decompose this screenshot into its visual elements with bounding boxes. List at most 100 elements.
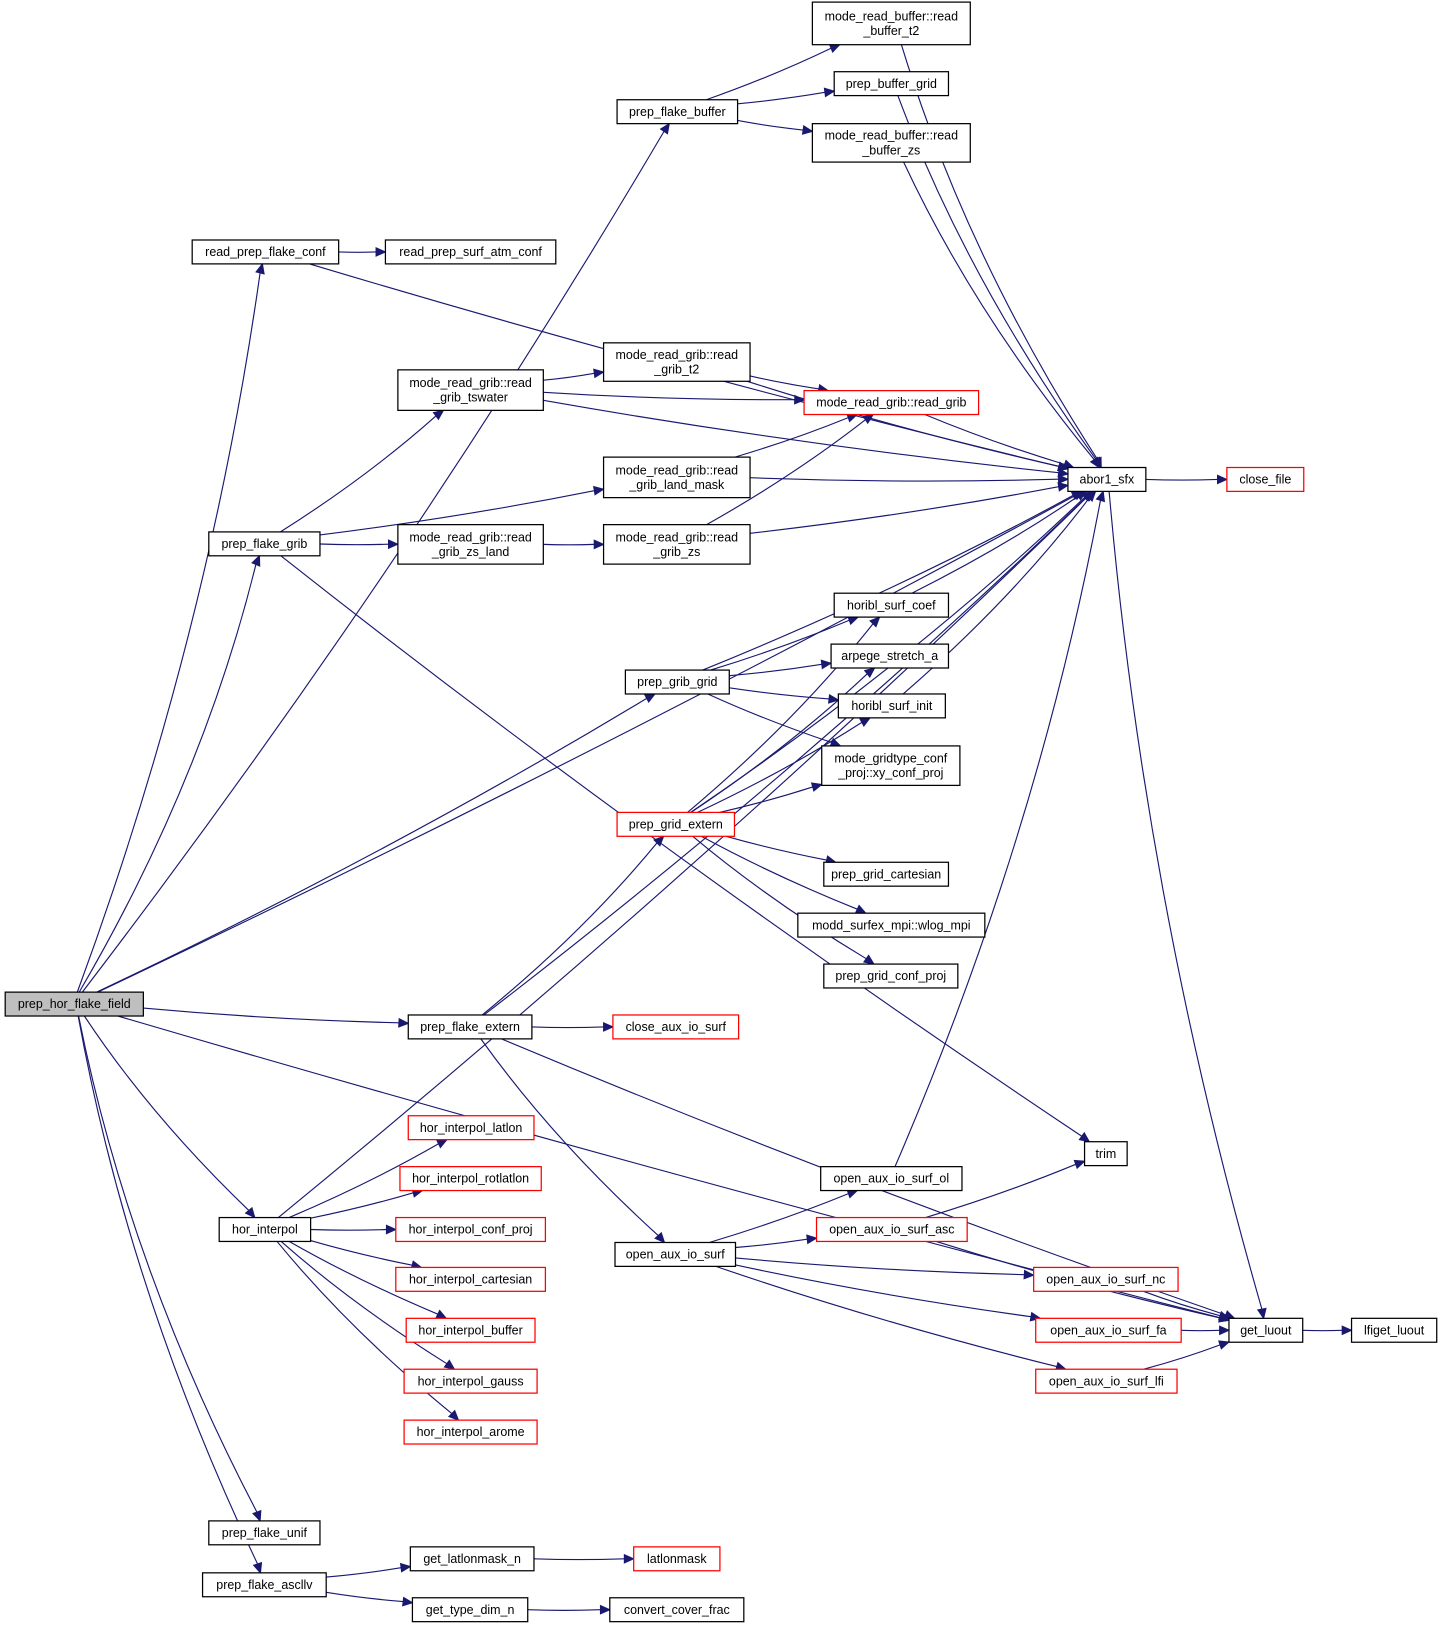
node-horibl-surf-init[interactable]: horibl_surf_init — [837, 693, 946, 719]
edge-mrg_read_grib-to-abor1_sfx — [924, 413, 1075, 469]
edge-hor_interpol-to-abor1_sfx — [277, 490, 1095, 1218]
node-arpege-stretch-a[interactable]: arpege_stretch_a — [830, 643, 950, 669]
node-label: read_prep_surf_atm_conf — [399, 245, 542, 259]
node-abor1-sfx[interactable]: abor1_sfx — [1067, 466, 1147, 493]
node-label: get_luout — [1240, 1323, 1292, 1337]
arrowhead-icon — [399, 1562, 412, 1573]
node-mrg-tswater[interactable]: mode_read_grib::read_grib_tswater — [397, 369, 544, 411]
node-mrg-land-mask[interactable]: mode_read_grib::read_grib_land_mask — [602, 456, 751, 499]
node-read-prep-flake-conf[interactable]: read_prep_flake_conf — [191, 239, 340, 265]
edge-line — [280, 1241, 448, 1365]
node-convert-cover-frac[interactable]: convert_cover_frac — [609, 1597, 745, 1623]
node-label: hor_interpol_gauss — [418, 1374, 524, 1388]
edge-abor1_sfx-to-close_file — [1145, 474, 1229, 485]
node-hor-interpol-gauss[interactable]: hor_interpol_gauss — [403, 1368, 538, 1394]
arrowhead-icon — [252, 1561, 263, 1575]
node-label: _grib_t2 — [653, 362, 699, 376]
node-hor-interpol-latlon[interactable]: hor_interpol_latlon — [407, 1115, 535, 1141]
node-box — [407, 1014, 533, 1040]
node-mrg-read-grib[interactable]: mode_read_grib::read_grib — [803, 390, 980, 416]
node-prep-grid-cartesian[interactable]: prep_grid_cartesian — [823, 861, 950, 887]
node-open-aux-io-surf[interactable]: open_aux_io_surf — [614, 1241, 737, 1268]
node-get-latlonmask-n[interactable]: get_latlonmask_n — [409, 1546, 535, 1572]
edge-line — [735, 1264, 1032, 1318]
edge-line — [701, 835, 858, 910]
edge-mrg_tswater-to-abor1_sfx — [543, 399, 1070, 478]
node-get-type-dim-n[interactable]: get_type_dim_n — [411, 1597, 529, 1623]
node-hor-interpol-rotlatlon[interactable]: hor_interpol_rotlatlon — [399, 1166, 542, 1192]
edge-horibl_surf_coef-to-abor1_sfx — [911, 490, 1088, 594]
node-prep-flake-grib[interactable]: prep_flake_grib — [208, 531, 321, 557]
edge-mrg_tswater-to-mrg_t2 — [543, 368, 605, 381]
arrowhead-icon — [593, 539, 605, 550]
edge-line — [903, 161, 1095, 460]
edge-line — [277, 497, 1087, 1218]
node-mrb-zs[interactable]: mode_read_buffer::read_buffer_zs — [811, 123, 971, 163]
edge-line — [319, 490, 595, 536]
edge-line — [326, 1567, 402, 1578]
node-open-aux-io-surf-lfi[interactable]: open_aux_io_surf_lfi — [1035, 1368, 1178, 1394]
arrowhead-icon — [859, 717, 872, 727]
node-latlonmask[interactable]: latlonmask — [633, 1546, 721, 1572]
node-mrb-t2[interactable]: mode_read_buffer::read_buffer_t2 — [811, 1, 971, 46]
edge-line — [76, 272, 261, 993]
node-box — [823, 963, 959, 989]
node-trim[interactable]: trim — [1083, 1141, 1128, 1167]
node-prep-grid-extern[interactable]: prep_grid_extern — [616, 811, 736, 837]
node-prep-flake-buffer[interactable]: prep_flake_buffer — [616, 99, 739, 125]
node-open-aux-io-surf-ol[interactable]: open_aux_io_surf_ol — [820, 1166, 963, 1192]
node-mrg-zs-land[interactable]: mode_read_grib::read_grib_zs_land — [397, 524, 544, 565]
node-prep-grib-grid[interactable]: prep_grib_grid — [624, 669, 730, 695]
arrowhead-icon — [623, 1553, 635, 1564]
arrowhead-icon — [447, 1409, 460, 1422]
arrowhead-icon — [252, 1509, 262, 1523]
node-label: prep_hor_flake_field — [18, 997, 131, 1011]
node-prep-buffer-grid[interactable]: prep_buffer_grid — [833, 71, 950, 97]
node-mrg-t2[interactable]: mode_read_grib::read_grib_t2 — [602, 342, 751, 382]
edge-prep_flake_extern-to-prep_grid_extern — [481, 835, 665, 1016]
edge-open_aux_io_surf_nc-to-get_luout — [1143, 1290, 1231, 1321]
node-label: mode_read_grib::read — [409, 376, 532, 390]
node-xy-conf-proj[interactable]: mode_gridtype_conf_proj::xy_conf_proj — [821, 745, 961, 787]
node-horibl-surf-coef[interactable]: horibl_surf_coef — [833, 592, 950, 618]
node-label: open_aux_io_surf_lfi — [1049, 1374, 1164, 1388]
edge-line — [81, 131, 665, 993]
edge-line — [902, 497, 1090, 695]
node-prep-grid-conf-proj[interactable]: prep_grid_conf_proj — [823, 963, 959, 989]
node-open-aux-io-surf-asc[interactable]: open_aux_io_surf_asc — [815, 1216, 968, 1243]
node-prep-flake-extern[interactable]: prep_flake_extern — [407, 1014, 533, 1040]
node-hor-interpol-arome[interactable]: hor_interpol_arome — [403, 1419, 538, 1445]
edge-line — [78, 1015, 258, 1513]
edge-line — [310, 1192, 414, 1219]
node-close-file[interactable]: close_file — [1226, 466, 1305, 493]
node-label: open_aux_io_surf_ol — [834, 1172, 950, 1186]
node-box — [1035, 1317, 1182, 1343]
arrowhead-icon — [1058, 474, 1070, 485]
node-open-aux-io-surf-fa[interactable]: open_aux_io_surf_fa — [1035, 1317, 1182, 1343]
arrowhead-icon — [828, 43, 841, 54]
node-wlog-mpi[interactable]: modd_surfex_mpi::wlog_mpi — [797, 912, 986, 938]
node-box — [4, 991, 144, 1017]
node-hor-interpol-conf-proj[interactable]: hor_interpol_conf_proj — [395, 1216, 547, 1243]
node-box — [397, 369, 544, 411]
node-hor-interpol[interactable]: hor_interpol — [218, 1216, 312, 1243]
node-hor-interpol-buffer[interactable]: hor_interpol_buffer — [405, 1317, 536, 1343]
node-close-aux-io-surf[interactable]: close_aux_io_surf — [612, 1014, 740, 1040]
node-hor-interpol-cartesian[interactable]: hor_interpol_cartesian — [395, 1266, 547, 1292]
node-get-luout[interactable]: get_luout — [1228, 1317, 1304, 1343]
node-box — [395, 1266, 547, 1292]
node-box — [815, 1216, 968, 1243]
edge-line — [97, 495, 1076, 993]
edge-line — [706, 47, 832, 101]
node-read-prep-surf-atm-conf[interactable]: read_prep_surf_atm_conf — [384, 239, 557, 265]
edge-line — [310, 1240, 413, 1266]
node-label: hor_interpol_buffer — [418, 1323, 522, 1337]
node-prep-flake-unif[interactable]: prep_flake_unif — [208, 1520, 321, 1546]
node-mrg-zs[interactable]: mode_read_grib::read_grib_zs — [602, 524, 751, 565]
arrowhead-icon — [801, 125, 814, 135]
node-label: prep_grid_extern — [629, 818, 723, 832]
node-lfiget-luout[interactable]: lfiget_luout — [1350, 1317, 1438, 1343]
node-box — [1228, 1317, 1304, 1343]
node-prep-flake-ascllv[interactable]: prep_flake_ascllv — [201, 1572, 327, 1598]
node-open-aux-io-surf-nc[interactable]: open_aux_io_surf_nc — [1033, 1266, 1179, 1292]
